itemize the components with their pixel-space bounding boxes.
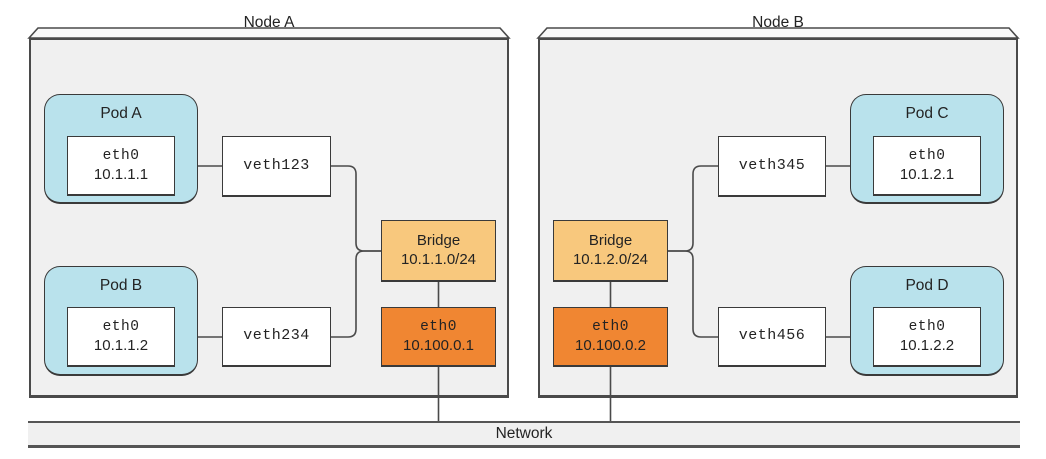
node-a-bridge-cidr: 10.1.1.0/24 (400, 250, 477, 268)
node-b-title: Node B (752, 14, 804, 31)
veth345-box: veth345 (718, 136, 826, 197)
node-a-bridge-label: Bridge (416, 231, 461, 249)
node-b-bridge-label: Bridge (588, 231, 633, 249)
node-b-nic-box: eth0 10.100.0.2 (553, 307, 668, 367)
network-bar: Network (28, 421, 1020, 448)
node-b-bridge-box: Bridge 10.1.2.0/24 (553, 220, 668, 282)
node-b-bridge-cidr: 10.1.2.0/24 (572, 250, 649, 268)
veth234-box: veth234 (222, 307, 331, 367)
pod-a-ip: 10.1.1.1 (93, 165, 149, 183)
veth456-label: veth456 (738, 327, 806, 345)
pod-b-iface-label: eth0 (102, 318, 140, 335)
veth123-box: veth123 (222, 136, 331, 197)
pod-d-eth0-box: eth0 10.1.2.2 (873, 307, 981, 367)
wire-veth123-to-bridge-a (331, 165, 381, 252)
node-b-nic-iface-label: eth0 (592, 318, 629, 335)
pod-b-eth0-box: eth0 10.1.1.2 (67, 307, 175, 367)
wire-veth345-to-bridge-b (668, 165, 718, 252)
pod-d-ip: 10.1.2.2 (899, 336, 955, 354)
pod-a-label: Pod A (100, 105, 142, 122)
node-a-bridge-box: Bridge 10.1.1.0/24 (381, 220, 496, 282)
node-a-nic-box: eth0 10.100.0.1 (381, 307, 496, 367)
node-a-title: Node A (243, 14, 295, 31)
pod-c-label: Pod C (905, 105, 949, 122)
veth456-box: veth456 (718, 307, 826, 367)
pod-b-ip: 10.1.1.2 (93, 336, 149, 354)
pod-c-eth0-box: eth0 10.1.2.1 (873, 136, 981, 196)
veth234-label: veth234 (243, 327, 310, 345)
node-a-top-face (27, 27, 511, 39)
node-a-nic-ip: 10.100.0.1 (403, 336, 474, 354)
pod-c-ip: 10.1.2.1 (899, 165, 955, 183)
node-b-nic-ip: 10.100.0.2 (575, 336, 646, 354)
veth345-label: veth345 (738, 156, 806, 174)
pod-d-label: Pod D (905, 277, 949, 294)
node-a-nic-iface-label: eth0 (420, 318, 457, 335)
node-b-top-face (536, 27, 1020, 39)
pod-c-iface-label: eth0 (908, 147, 946, 164)
pod-a-iface-label: eth0 (102, 147, 140, 164)
veth123-label: veth123 (243, 156, 310, 174)
pod-b-label: Pod B (99, 277, 143, 294)
network-label: Network (495, 425, 553, 442)
wire-veth234-to-bridge-a (331, 250, 381, 338)
pod-a-eth0-box: eth0 10.1.1.1 (67, 136, 175, 196)
pod-d-iface-label: eth0 (908, 318, 946, 335)
wire-veth456-to-bridge-b (668, 250, 718, 338)
